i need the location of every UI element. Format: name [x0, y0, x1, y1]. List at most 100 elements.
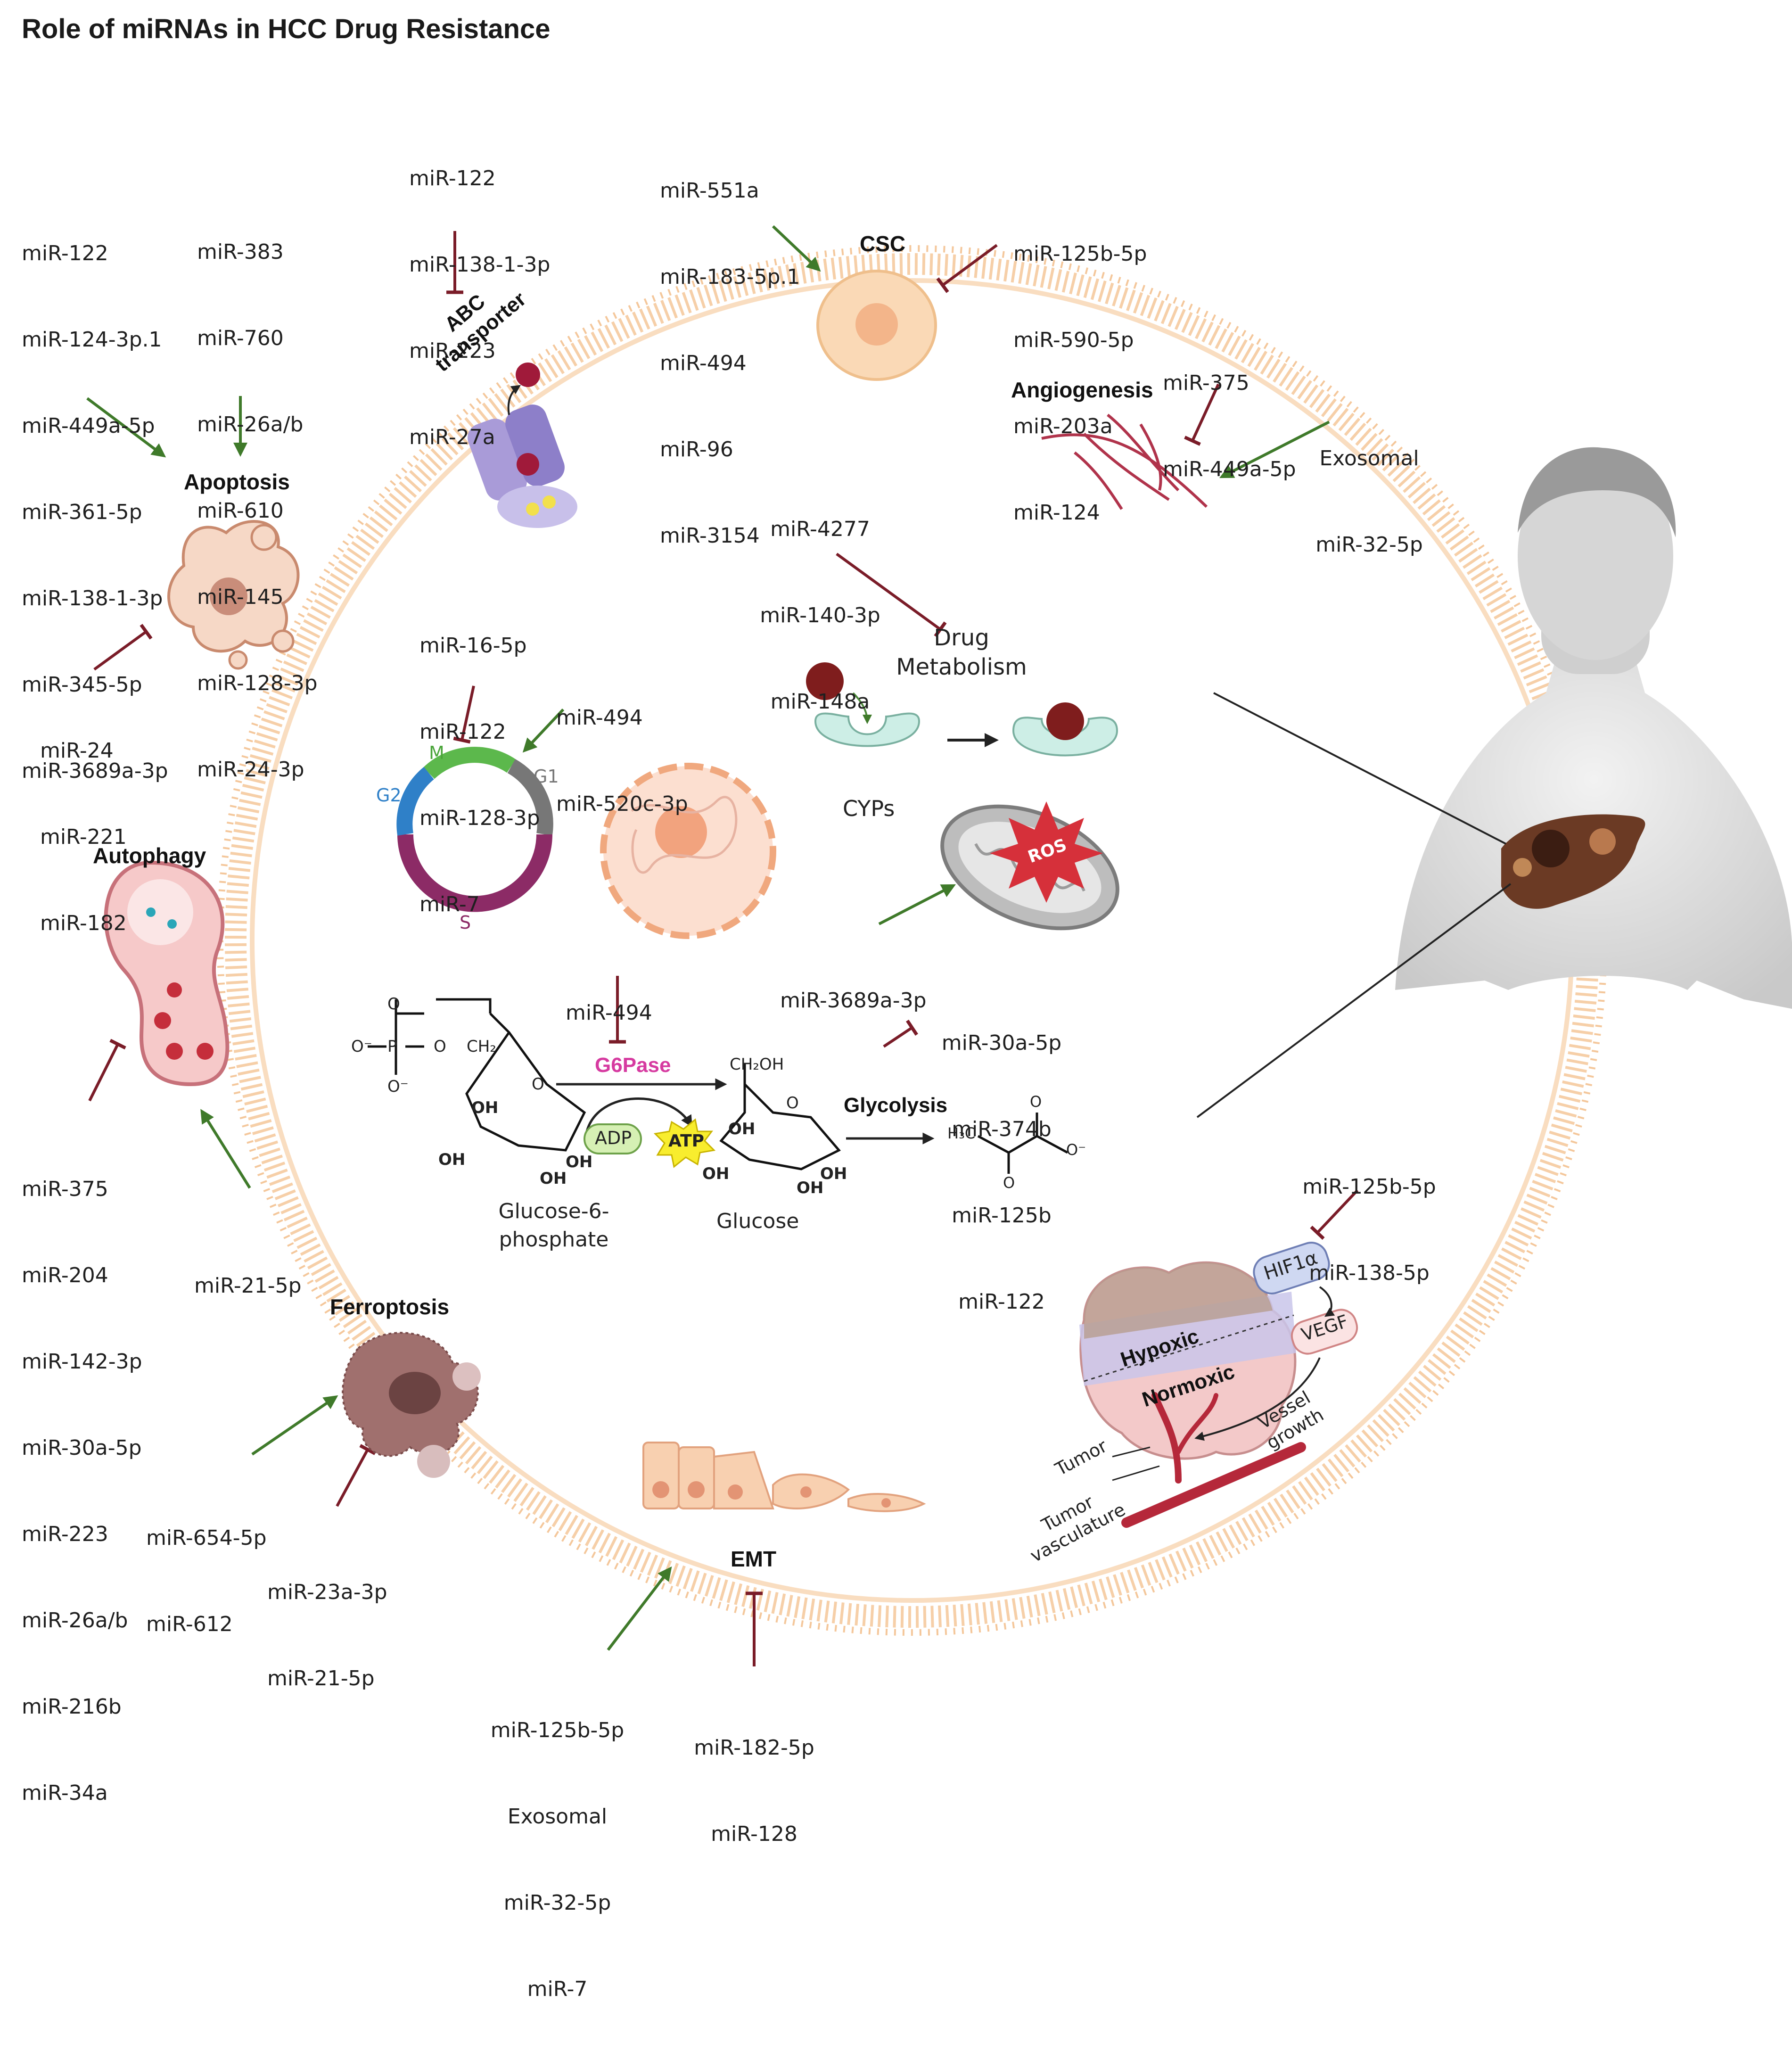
ch2-label: CH₂: [467, 1037, 496, 1056]
mirna-label: miR-494: [660, 351, 747, 375]
mirna-label: miR-23a-3p: [267, 1580, 387, 1604]
g6pase-label: G6Pase: [595, 1054, 671, 1077]
page-title: Role of miRNAs in HCC Drug Resistance: [22, 14, 551, 44]
mirna-label: miR-122: [22, 241, 108, 265]
pyruvate-structure: [977, 1113, 1069, 1174]
oh-label: OH: [728, 1120, 756, 1138]
mirna-label: Exosomal: [1319, 446, 1419, 470]
mirna-label: Exosomal: [507, 1805, 608, 1829]
phase-g1-label: G1: [534, 766, 559, 787]
mirna-label: miR-16-5p: [419, 634, 527, 658]
mirna-label: miR-216b: [22, 1695, 122, 1719]
mirna-label: miR-760: [197, 326, 284, 350]
cell-cycle-ring: [396, 747, 553, 912]
mirna-label: miR-138-5p: [1309, 1261, 1430, 1285]
oh-label: OH: [540, 1169, 567, 1188]
mirna-label: miR-610: [197, 499, 284, 523]
tumor-icon: [1079, 1261, 1297, 1460]
ros-burst-icon: [990, 801, 1103, 903]
mirna-label: miR-124: [1013, 501, 1100, 525]
mirna-label: miR-138-1-3p: [22, 586, 163, 610]
phase-s-label: S: [460, 912, 471, 933]
mirna-label: miR-24: [40, 739, 114, 763]
mirna-label: miR-21-5p: [267, 1666, 375, 1690]
mirna-label: miR-7: [419, 892, 480, 916]
g6pase-inhibitors: miR-494: [566, 941, 652, 1085]
drug-metabolism-label: Drug Metabolism: [891, 623, 1032, 682]
drug-metabolism-line2: Metabolism: [896, 654, 1027, 680]
cell-cycle-inhibitors: miR-16-5p miR-122 miR-128-3p miR-7: [419, 574, 540, 976]
mirna-label: miR-32-5p: [503, 1891, 611, 1915]
abc-transporter-icon: [468, 363, 577, 528]
hypoxia-inhibitors: miR-125b-5p miR-138-5p: [1299, 1115, 1440, 1345]
emt-activators: miR-125b-5p Exosomal miR-32-5p miR-7: [485, 1658, 629, 2061]
mirna-label: miR-383: [197, 240, 284, 264]
mirna-label: miR-361-5p: [22, 500, 142, 524]
hif-vegf-pathway: [1194, 1242, 1358, 1441]
mirna-label: miR-494: [566, 1001, 652, 1025]
mirna-label: miR-375: [22, 1177, 108, 1201]
mirna-label: miR-204: [22, 1263, 108, 1287]
mirna-label: miR-183-5p.1: [660, 265, 800, 289]
mirna-label: miR-3689a-3p: [780, 989, 927, 1013]
mirna-label: miR-590-5p: [1013, 328, 1134, 352]
mirna-label: miR-122: [958, 1290, 1045, 1314]
mirna-label: miR-4277: [770, 517, 870, 541]
emt-cells-icon: [642, 1442, 926, 1512]
mirna-label: miR-125b-5p: [1302, 1175, 1436, 1199]
mirna-label: miR-221: [40, 825, 127, 849]
mirna-label: miR-345-5p: [22, 673, 142, 697]
ferroptosis-label: Ferroptosis: [330, 1294, 450, 1319]
mirna-label: miR-375: [1163, 371, 1249, 395]
mirna-label: miR-182: [40, 911, 127, 935]
glucose6p-line2: phosphate: [499, 1228, 609, 1252]
mirna-label: miR-3154: [660, 524, 760, 548]
mirna-label: miR-449a-5p: [1163, 457, 1296, 481]
ferroptosis-activators: miR-654-5p miR-612: [146, 1466, 267, 1696]
cyps-label: CYPs: [843, 796, 895, 821]
mirna-label: miR-145: [197, 585, 284, 609]
autophagy-inhibitors: miR-375 miR-204 miR-142-3p miR-30a-5p mi…: [22, 1117, 142, 1865]
apoptosis-activators-b: miR-383 miR-760 miR-26a/b miR-610 miR-14…: [197, 180, 318, 841]
phosphate-o-label: O: [434, 1037, 446, 1056]
phase-m-label: M: [429, 742, 444, 763]
angiogenesis-inhibitors: miR-375 miR-449a-5p: [1163, 311, 1296, 541]
ferroptotic-cell-icon: [342, 1332, 481, 1478]
ring-oxygen-label: O: [786, 1094, 799, 1113]
emt-label: EMT: [731, 1547, 777, 1571]
angiogenesis-activators: Exosomal miR-32-5p: [1315, 387, 1423, 617]
diagram-artwork: [86, 225, 1792, 1666]
mirna-label: miR-551a: [660, 179, 759, 203]
oh-label: OH: [566, 1153, 593, 1171]
oh-label: OH: [820, 1164, 847, 1183]
adp-label: ADP: [595, 1128, 632, 1148]
drug-metabolism-inhibitors: miR-4277 miR-140-3p miR-148a: [756, 457, 884, 774]
mirna-label: miR-142-3p: [22, 1350, 142, 1374]
phosphate-o-label: O: [387, 995, 400, 1014]
mirna-label: miR-125b-5p: [1013, 242, 1147, 266]
atp-burst: [653, 1118, 716, 1168]
mirna-label: miR-182-5p: [694, 1736, 814, 1760]
mirna-label: miR-30a-5p: [941, 1031, 1062, 1055]
autophagy-label: Autophagy: [93, 843, 206, 868]
diagram-stage: Role of miRNAs in HCC Drug Resistance: [22, 14, 1792, 2001]
mirna-label: miR-128-3p: [197, 671, 318, 695]
cyp-enzyme-icon: [806, 662, 1118, 757]
mirna-label: miR-654-5p: [146, 1526, 267, 1550]
mirna-label: miR-125b-5p: [490, 1718, 625, 1742]
mirna-label: miR-223: [409, 339, 496, 363]
mirna-label: miR-148a: [770, 690, 870, 714]
ros-activators: miR-3689a-3p: [780, 929, 927, 1072]
phosphate-ominus-label: O⁻: [387, 1077, 409, 1096]
emt-inhibitors: miR-182-5p miR-128: [688, 1676, 820, 1906]
mirna-label: miR-96: [660, 437, 733, 462]
apoptotic-cell-icon: [167, 520, 300, 670]
apoptosis-label: Apoptosis: [184, 470, 290, 494]
mirna-label: miR-122: [409, 166, 496, 190]
glucose6p-structure: [368, 998, 586, 1152]
tumor-vasculature: [1121, 1392, 1306, 1528]
ring-oxygen-label: O: [532, 1075, 544, 1094]
blood-vessels-icon: [1041, 413, 1208, 510]
mirna-label: miR-124-3p.1: [22, 328, 162, 352]
mirna-label: miR-30a-5p: [22, 1436, 142, 1460]
